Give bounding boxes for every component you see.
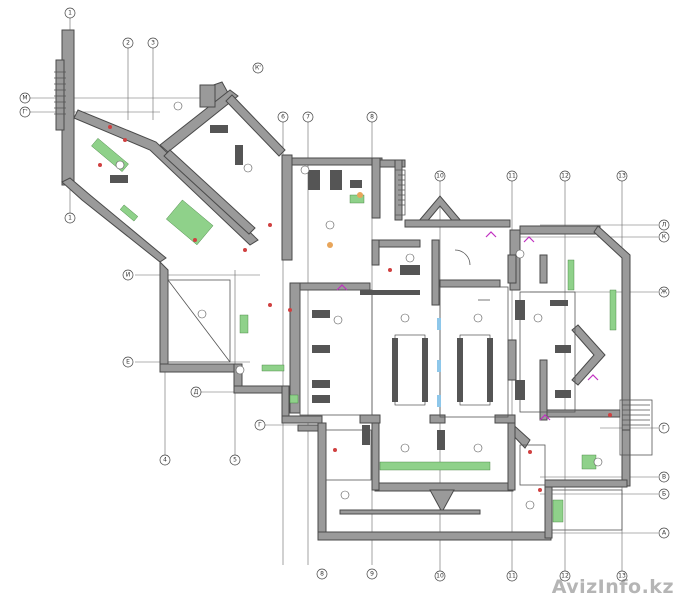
axis-label: 1 <box>68 10 72 17</box>
room-outlines <box>54 71 653 531</box>
axis-bubbles-right: Л К Ж Г В Б А <box>658 219 670 539</box>
axis-bubble: Г' <box>19 106 31 118</box>
axis-label: 9 <box>370 571 374 578</box>
axis-label: К' <box>255 65 261 72</box>
axis-bubble: 6 <box>277 111 289 123</box>
axis-label: 13 <box>618 173 626 180</box>
axis-label: 8 <box>370 114 374 121</box>
axis-label: М <box>22 95 27 102</box>
axis-label: Л <box>662 222 667 229</box>
axis-label: 3 <box>151 40 155 47</box>
axis-label: 6 <box>281 114 285 121</box>
axis-label: Г <box>662 425 666 432</box>
axis-bubble: 10 <box>434 570 446 582</box>
axis-label: 7 <box>306 114 310 121</box>
axis-bubble: 5 <box>229 454 241 466</box>
axis-bubble: Л <box>658 219 670 231</box>
axis-bubble: Д <box>190 386 202 398</box>
axis-bubbles-top: 1 2 3 К' 6 7 8 10 11 12 13 <box>64 7 628 182</box>
axis-bubble: И <box>122 269 134 281</box>
axis-bubble: Г <box>658 422 670 434</box>
axis-bubble: 4 <box>159 454 171 466</box>
axis-bubble: 1 <box>64 212 76 224</box>
axis-label: 12 <box>561 173 569 180</box>
conference-tables <box>392 318 493 407</box>
axis-bubble: 12 <box>559 570 571 582</box>
axis-bubble: Ж <box>658 286 670 298</box>
axis-bubbles-left: М Г' И Е Д Г 4 5 1 <box>19 92 266 466</box>
axis-bubble: 13 <box>616 170 628 182</box>
axis-bubble: 12 <box>559 170 571 182</box>
axis-bubble: 13 <box>616 570 628 582</box>
axis-label: 13 <box>618 573 626 580</box>
axis-label: В <box>662 474 666 481</box>
axis-label: 11 <box>508 173 516 180</box>
markers <box>98 125 612 492</box>
axis-label: 12 <box>561 573 569 580</box>
axis-bubble: 11 <box>506 570 518 582</box>
axis-bubble: А <box>658 527 670 539</box>
axis-bubble: 9 <box>366 568 378 580</box>
axis-bubble: К' <box>252 62 264 74</box>
axis-label: 1 <box>68 215 72 222</box>
axis-bubble: 11 <box>506 170 518 182</box>
axis-bubble: Б <box>658 488 670 500</box>
axis-label: 2 <box>126 40 130 47</box>
axis-label: А <box>662 530 667 537</box>
axis-bubble: В <box>658 471 670 483</box>
axis-label: Д <box>194 389 199 396</box>
axis-bubble: 3 <box>147 37 159 49</box>
plants <box>91 138 617 523</box>
desks <box>110 125 571 450</box>
axis-label: Е <box>126 359 130 366</box>
axis-bubble: 2 <box>122 37 134 49</box>
axis-bubble: 7 <box>302 111 314 123</box>
watermark: AvizInfo.kz <box>551 576 674 598</box>
axis-label: И <box>126 272 131 279</box>
axis-bubble: 8 <box>316 568 328 580</box>
axis-bubble: 1 <box>64 7 76 19</box>
axis-label: Ж <box>661 289 668 296</box>
axis-label: К <box>662 234 667 241</box>
axis-bubble: Е <box>122 356 134 368</box>
room-tags <box>115 101 603 510</box>
axis-label: 10 <box>436 173 444 180</box>
axis-bubble: 10 <box>434 170 446 182</box>
walls <box>55 29 631 541</box>
axis-label: Б <box>662 491 666 498</box>
axis-bubble: Г <box>254 419 266 431</box>
axis-label: 4 <box>163 457 167 464</box>
axis-label: Г' <box>22 109 28 116</box>
axis-label: Г <box>258 422 262 429</box>
axis-bubble: 8 <box>366 111 378 123</box>
axis-bubble: К <box>658 231 670 243</box>
axis-label: 8 <box>320 571 324 578</box>
axis-label: 10 <box>436 573 444 580</box>
axis-label: 5 <box>233 457 237 464</box>
axis-label: 11 <box>508 573 516 580</box>
axis-bubbles-bottom: 8 9 10 11 12 13 <box>316 568 628 582</box>
axis-bubble: М <box>19 92 31 104</box>
